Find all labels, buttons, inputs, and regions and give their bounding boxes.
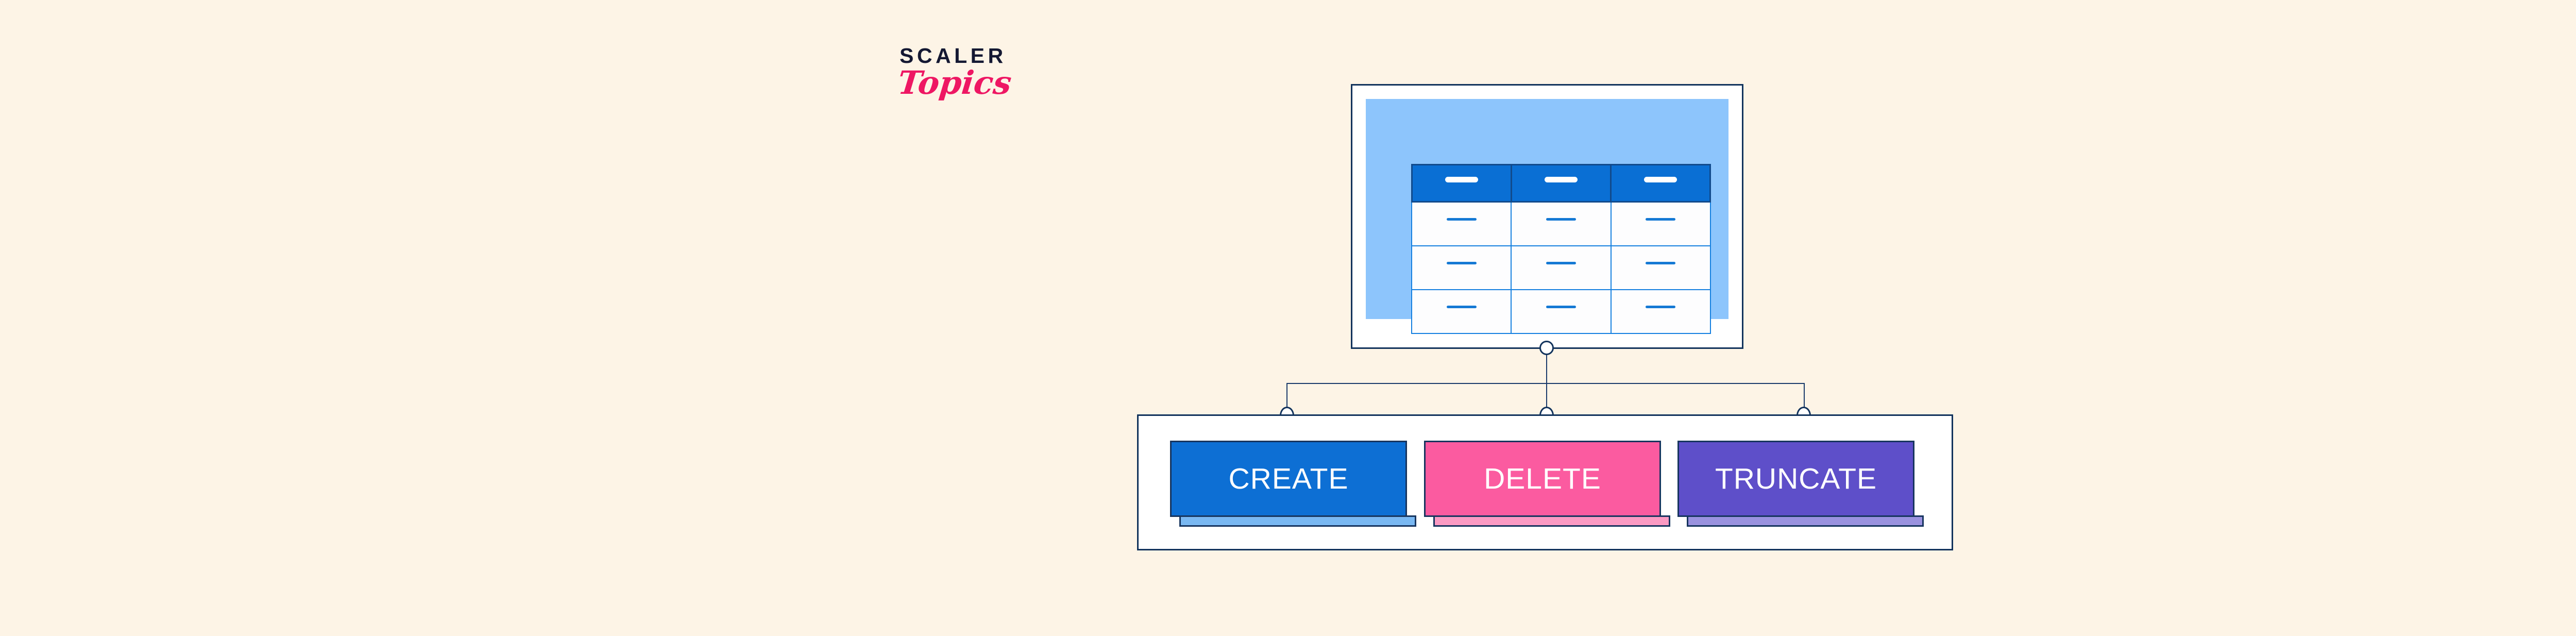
table-header-cell [1411,164,1511,203]
table-cell [1411,290,1511,334]
cell-placeholder-bar [1446,306,1477,308]
cell-placeholder-bar [1646,218,1676,221]
cell-placeholder-bar [1546,306,1576,308]
cell-placeholder-bar [1446,262,1477,264]
delete-button-shadow [1433,515,1670,527]
connector-node-monitor [1539,341,1554,355]
database-table-monitor [1351,84,1743,349]
table-row [1411,203,1711,246]
scaler-topics-logo: SCALER Topics [896,44,1054,123]
logo-wordmark-scaler: SCALER [900,44,1007,68]
logo-wordmark-topics: Topics [896,64,1013,102]
sql-operations-panel: CREATE DELETE TRUNCATE [1137,414,1953,550]
table-cell [1511,203,1611,246]
table-cell [1511,246,1611,290]
monitor-screen [1366,99,1728,334]
table-row [1411,290,1711,334]
connector-stem-vertical [1546,355,1547,383]
table-header-row [1411,164,1711,203]
header-placeholder-bar [1445,177,1478,182]
table-cell [1610,203,1711,246]
cell-placeholder-bar [1446,218,1477,221]
table-cell [1411,203,1511,246]
table-cell [1511,290,1611,334]
header-placeholder-bar [1644,177,1677,182]
connector-bus-horizontal [1286,383,1805,384]
database-table [1411,164,1711,334]
connector-drop-truncate [1804,383,1805,413]
connector-drop-create [1286,383,1287,413]
table-header-cell [1610,164,1711,203]
cell-placeholder-bar [1546,218,1576,221]
connector-drop-delete [1546,383,1547,413]
create-button-shadow [1179,515,1416,527]
table-cell [1610,246,1711,290]
cell-placeholder-bar [1646,306,1676,308]
table-row [1411,246,1711,290]
delete-button[interactable]: DELETE [1424,441,1661,517]
table-cell [1411,246,1511,290]
table-cell [1610,290,1711,334]
cell-placeholder-bar [1646,262,1676,264]
truncate-button-shadow [1687,515,1924,527]
truncate-button[interactable]: TRUNCATE [1677,441,1914,517]
header-placeholder-bar [1545,177,1578,182]
table-header-cell [1511,164,1610,203]
cell-placeholder-bar [1546,262,1576,264]
create-button[interactable]: CREATE [1170,441,1407,517]
